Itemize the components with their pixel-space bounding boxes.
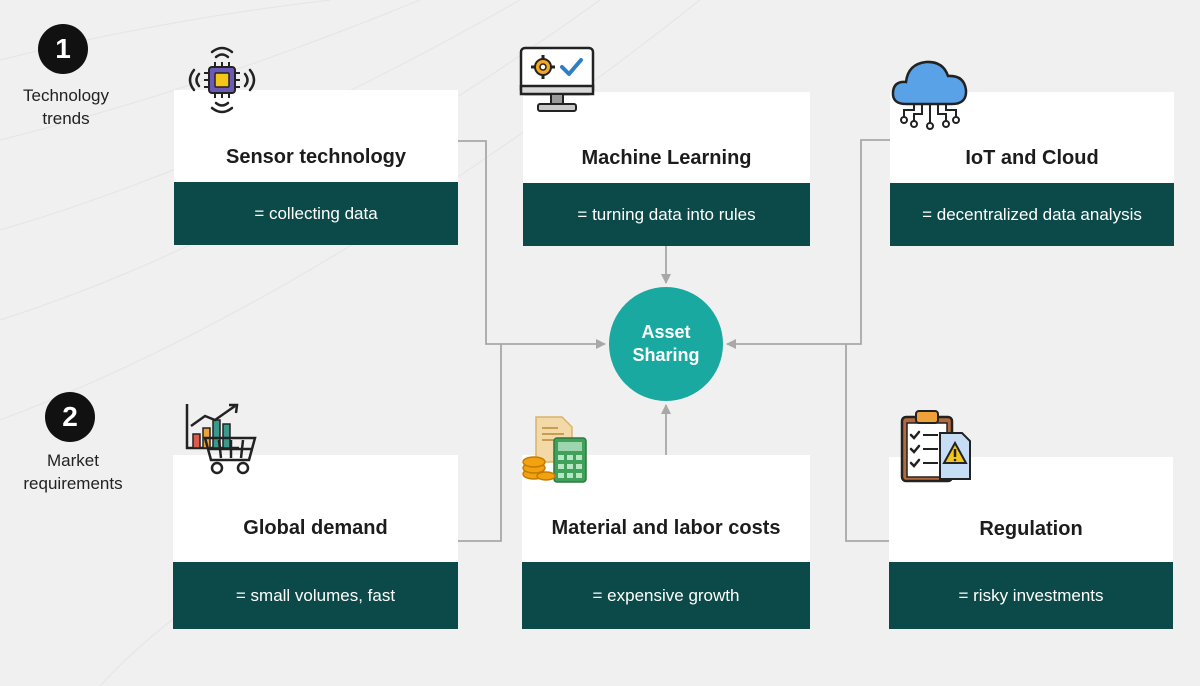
card-title: Material and labor costs <box>551 517 781 539</box>
monitor-gear-check-icon <box>519 46 595 112</box>
card-title: Regulation <box>979 518 1083 540</box>
asset-sharing-hub: Asset Sharing <box>609 287 723 401</box>
card-band: = risky investments <box>889 562 1173 629</box>
connector-iot <box>726 139 890 349</box>
card-band: = turning data into rules <box>523 183 810 246</box>
connector-regulation <box>845 344 890 542</box>
section-label-market: Market requirements <box>23 451 123 493</box>
card-subtitle: = small volumes, fast <box>235 585 396 605</box>
card-sensor-technology: Sensor technology = collecting data <box>174 90 458 245</box>
section-label-technology: Technology trends <box>22 86 109 128</box>
clipboard-warning-icon <box>900 410 971 483</box>
card-regulation: Regulation = risky investments <box>889 457 1173 629</box>
card-band: = collecting data <box>174 182 458 245</box>
card-subtitle: = risky investments <box>958 585 1104 605</box>
sensor-chip-icon <box>188 46 256 114</box>
card-subtitle: = collecting data <box>254 203 378 223</box>
section-number-badge: 2 <box>45 392 95 442</box>
connector-sensor <box>458 140 606 349</box>
cloud-network-icon <box>891 60 968 130</box>
card-band: = decentralized data analysis <box>890 183 1174 246</box>
calculator-coins-icon <box>522 416 587 483</box>
card-global-demand: Global demand = small volumes, fast <box>173 455 458 629</box>
connector-demand <box>458 344 502 542</box>
card-title: Sensor technology <box>225 145 407 168</box>
card-title: IoT and Cloud <box>965 147 1099 169</box>
card-subtitle: = turning data into rules <box>577 204 756 224</box>
card-iot-cloud: IoT and Cloud = decentralized data analy… <box>890 92 1174 246</box>
section-number-badge: 1 <box>38 24 88 74</box>
shopping-cart-chart-icon <box>185 403 257 475</box>
card-subtitle: = expensive growth <box>592 585 740 605</box>
card-title: Machine Learning <box>581 147 752 169</box>
card-subtitle: = decentralized data analysis <box>922 204 1142 224</box>
card-band: = expensive growth <box>522 562 810 629</box>
hub-label: Asset Sharing <box>632 322 700 365</box>
card-title: Global demand <box>243 517 388 539</box>
card-band: = small volumes, fast <box>173 562 458 629</box>
